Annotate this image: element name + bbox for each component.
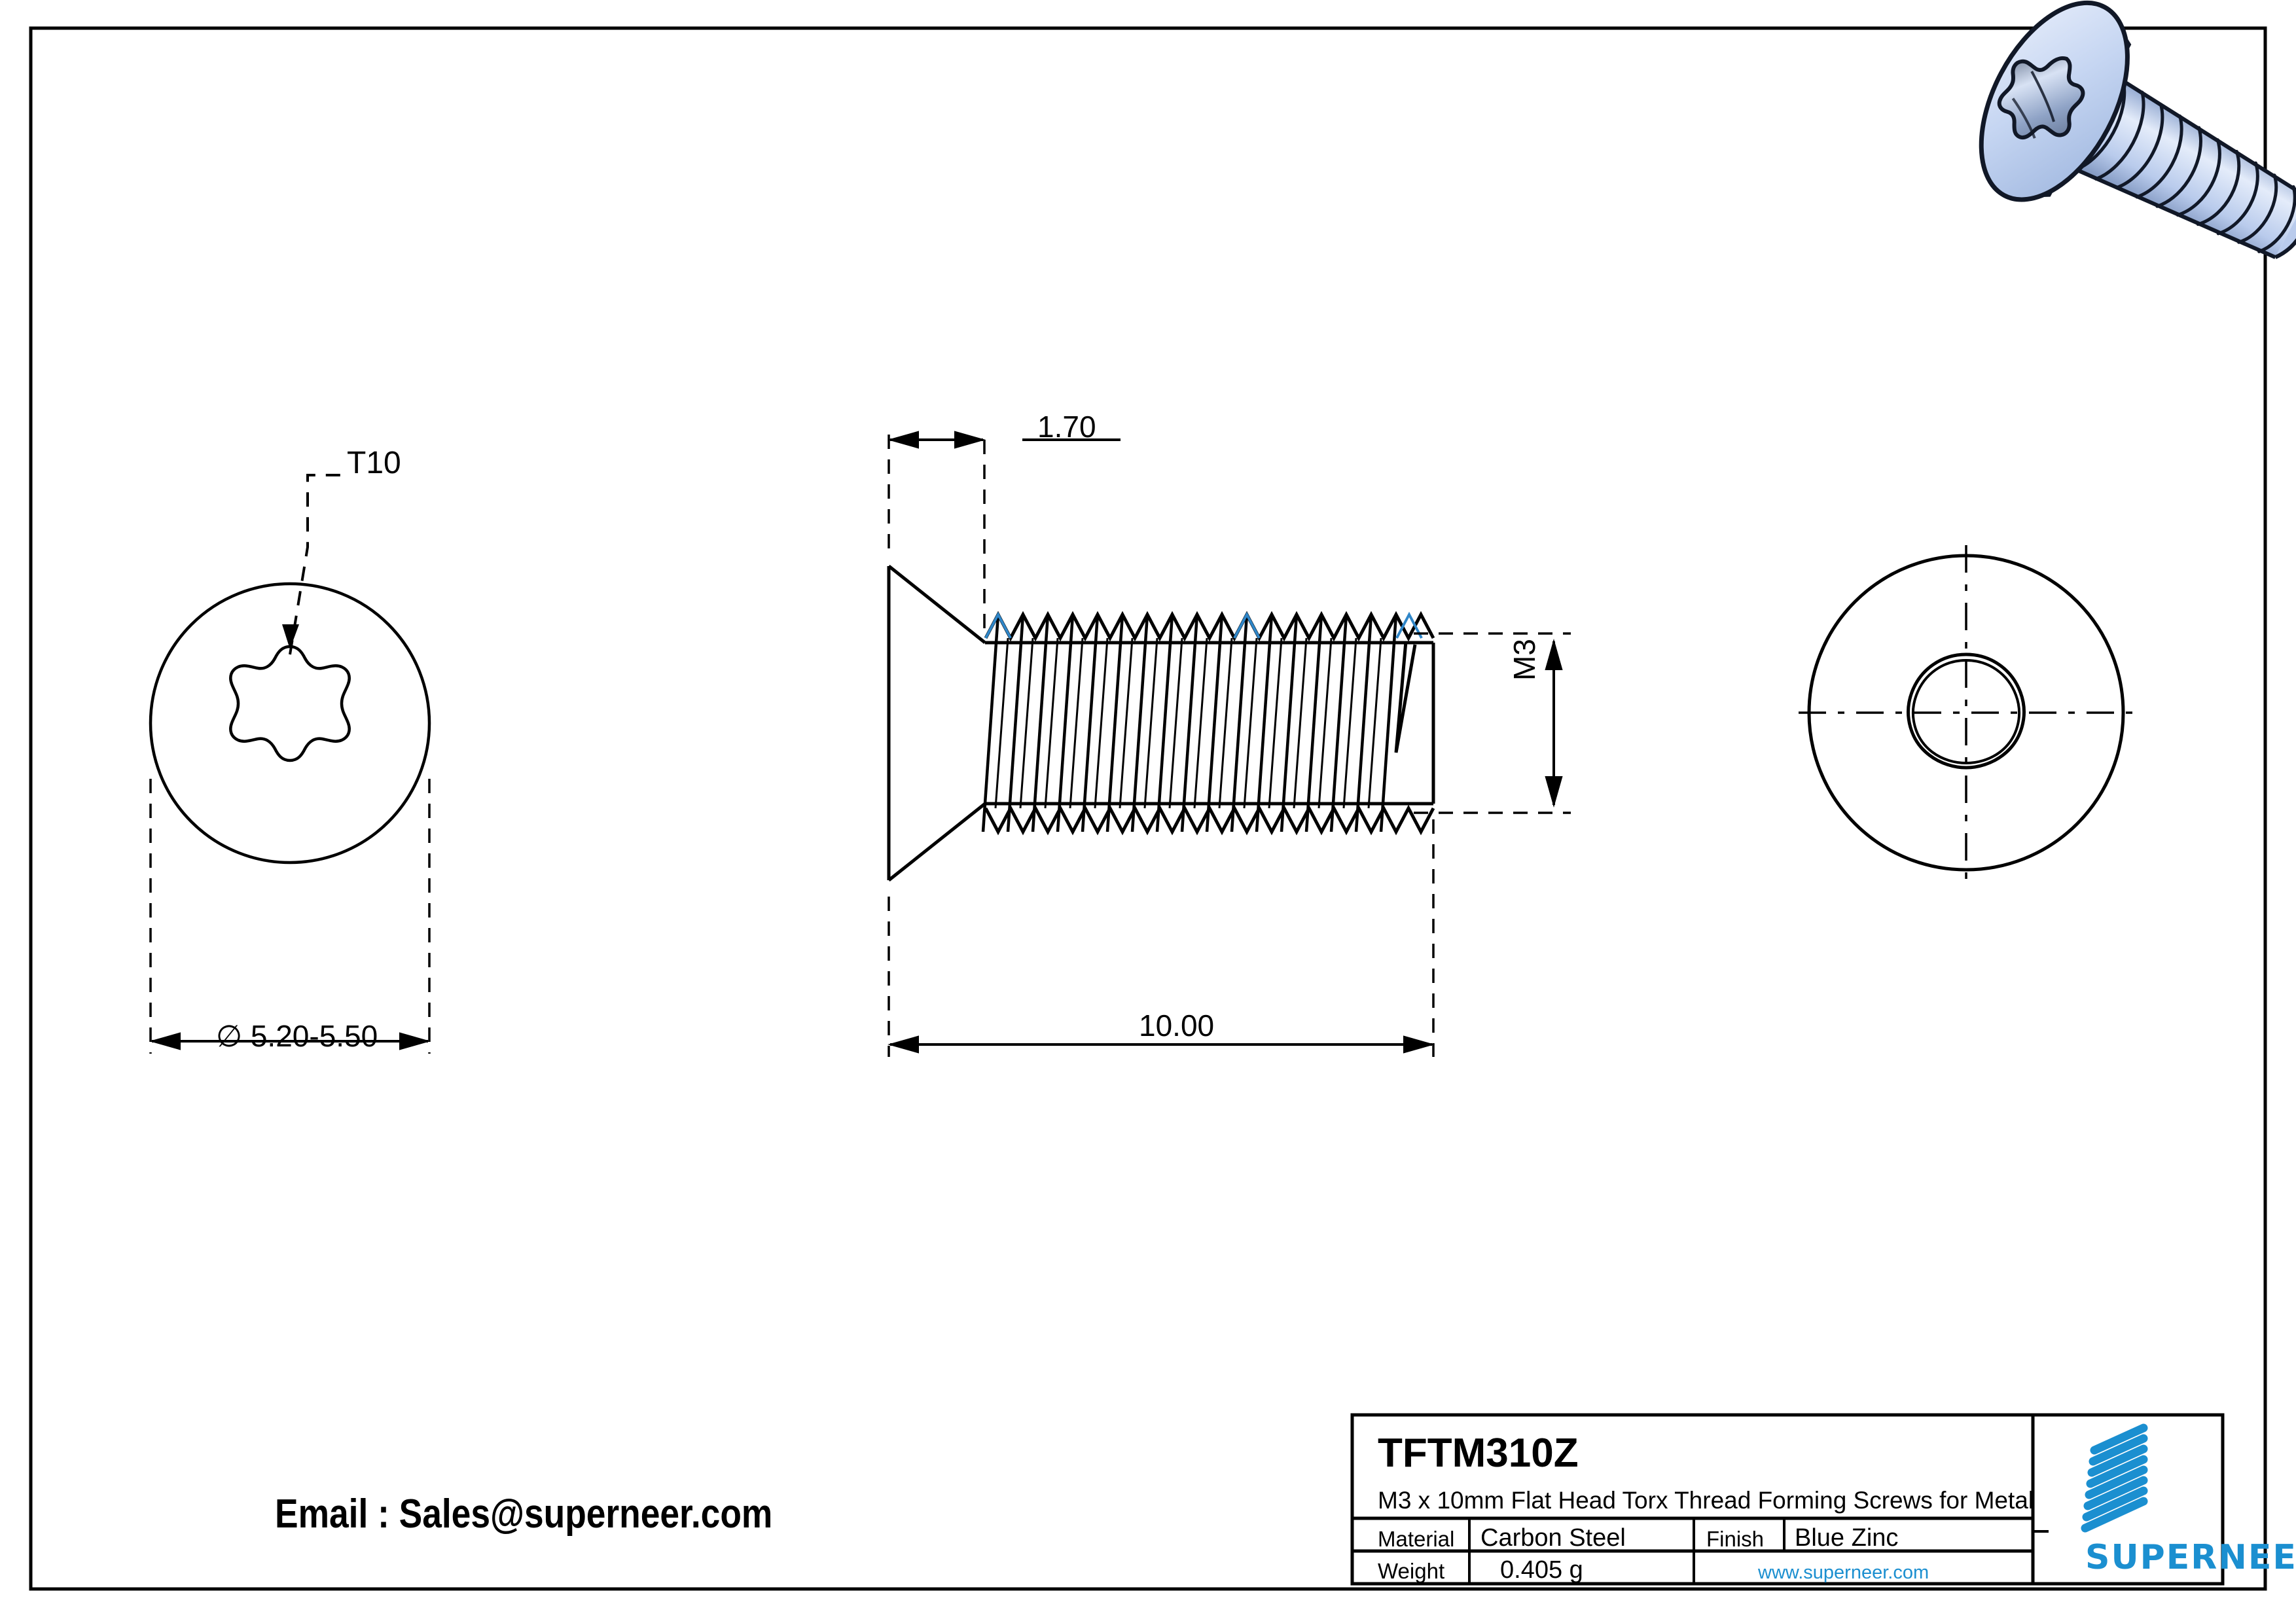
thread-runout bbox=[1394, 641, 1417, 753]
render-shank bbox=[2064, 73, 2296, 259]
torx-recess-profile bbox=[229, 645, 351, 762]
screw-side-profile bbox=[887, 565, 1435, 882]
shank-outline-circle bbox=[1807, 554, 2125, 872]
contact-email: Email : Sales@superneer.com bbox=[275, 1491, 773, 1537]
isometric-render bbox=[1979, 0, 2296, 259]
dim-label-head-height: 1.70 bbox=[1037, 410, 1096, 444]
dim-thread-size bbox=[1414, 632, 1571, 814]
part-description: M3 x 10mm Flat Head Torx Thread Forming … bbox=[1378, 1487, 2034, 1514]
weight-value: 0.405 g bbox=[1500, 1556, 1583, 1584]
thread-flanks-back bbox=[994, 637, 1382, 809]
title-block-frame bbox=[1350, 1413, 2225, 1586]
render-torx-recess bbox=[1997, 56, 2085, 140]
material-value: Carbon Steel bbox=[1480, 1524, 1626, 1552]
thread-tip-accents bbox=[984, 611, 1423, 639]
sheet-border bbox=[29, 26, 2267, 1591]
trilobular-profile-outer bbox=[1907, 652, 2026, 770]
weight-label: Weight bbox=[1378, 1559, 1445, 1583]
t10-leader bbox=[282, 474, 340, 655]
dim-label-thread-size: M3 bbox=[1507, 639, 1541, 681]
website-link[interactable]: www.superneer.com bbox=[1758, 1562, 1929, 1583]
finish-value: Blue Zinc bbox=[1795, 1524, 1899, 1552]
finish-label: Finish bbox=[1706, 1527, 1765, 1551]
dim-head-diameter bbox=[149, 779, 431, 1054]
t10-leader-arrowhead bbox=[282, 624, 299, 649]
superneer-wordmark: SUPERNEER bbox=[2085, 1538, 2296, 1577]
trilobular-profile-inner bbox=[1911, 658, 2021, 765]
thread-flanks bbox=[981, 614, 1398, 832]
view-head-top bbox=[149, 474, 431, 1054]
view-side bbox=[887, 431, 1571, 1057]
view-bottom bbox=[1799, 545, 2134, 880]
dim-label-drive-size: T10 bbox=[347, 446, 401, 480]
material-label: Material bbox=[1378, 1527, 1455, 1551]
part-number: TFTM310Z bbox=[1378, 1431, 1579, 1476]
dim-overall-length bbox=[888, 819, 1435, 1057]
head-outline-circle bbox=[149, 582, 431, 865]
dim-label-head-diameter: ∅ 5.20-5.50 bbox=[216, 1019, 378, 1053]
dim-head-height bbox=[888, 431, 1121, 628]
thread-crests-top bbox=[984, 611, 1435, 642]
superneer-logo-mark bbox=[2081, 1423, 2148, 1533]
dim-label-overall-length: 10.00 bbox=[1139, 1008, 1215, 1043]
